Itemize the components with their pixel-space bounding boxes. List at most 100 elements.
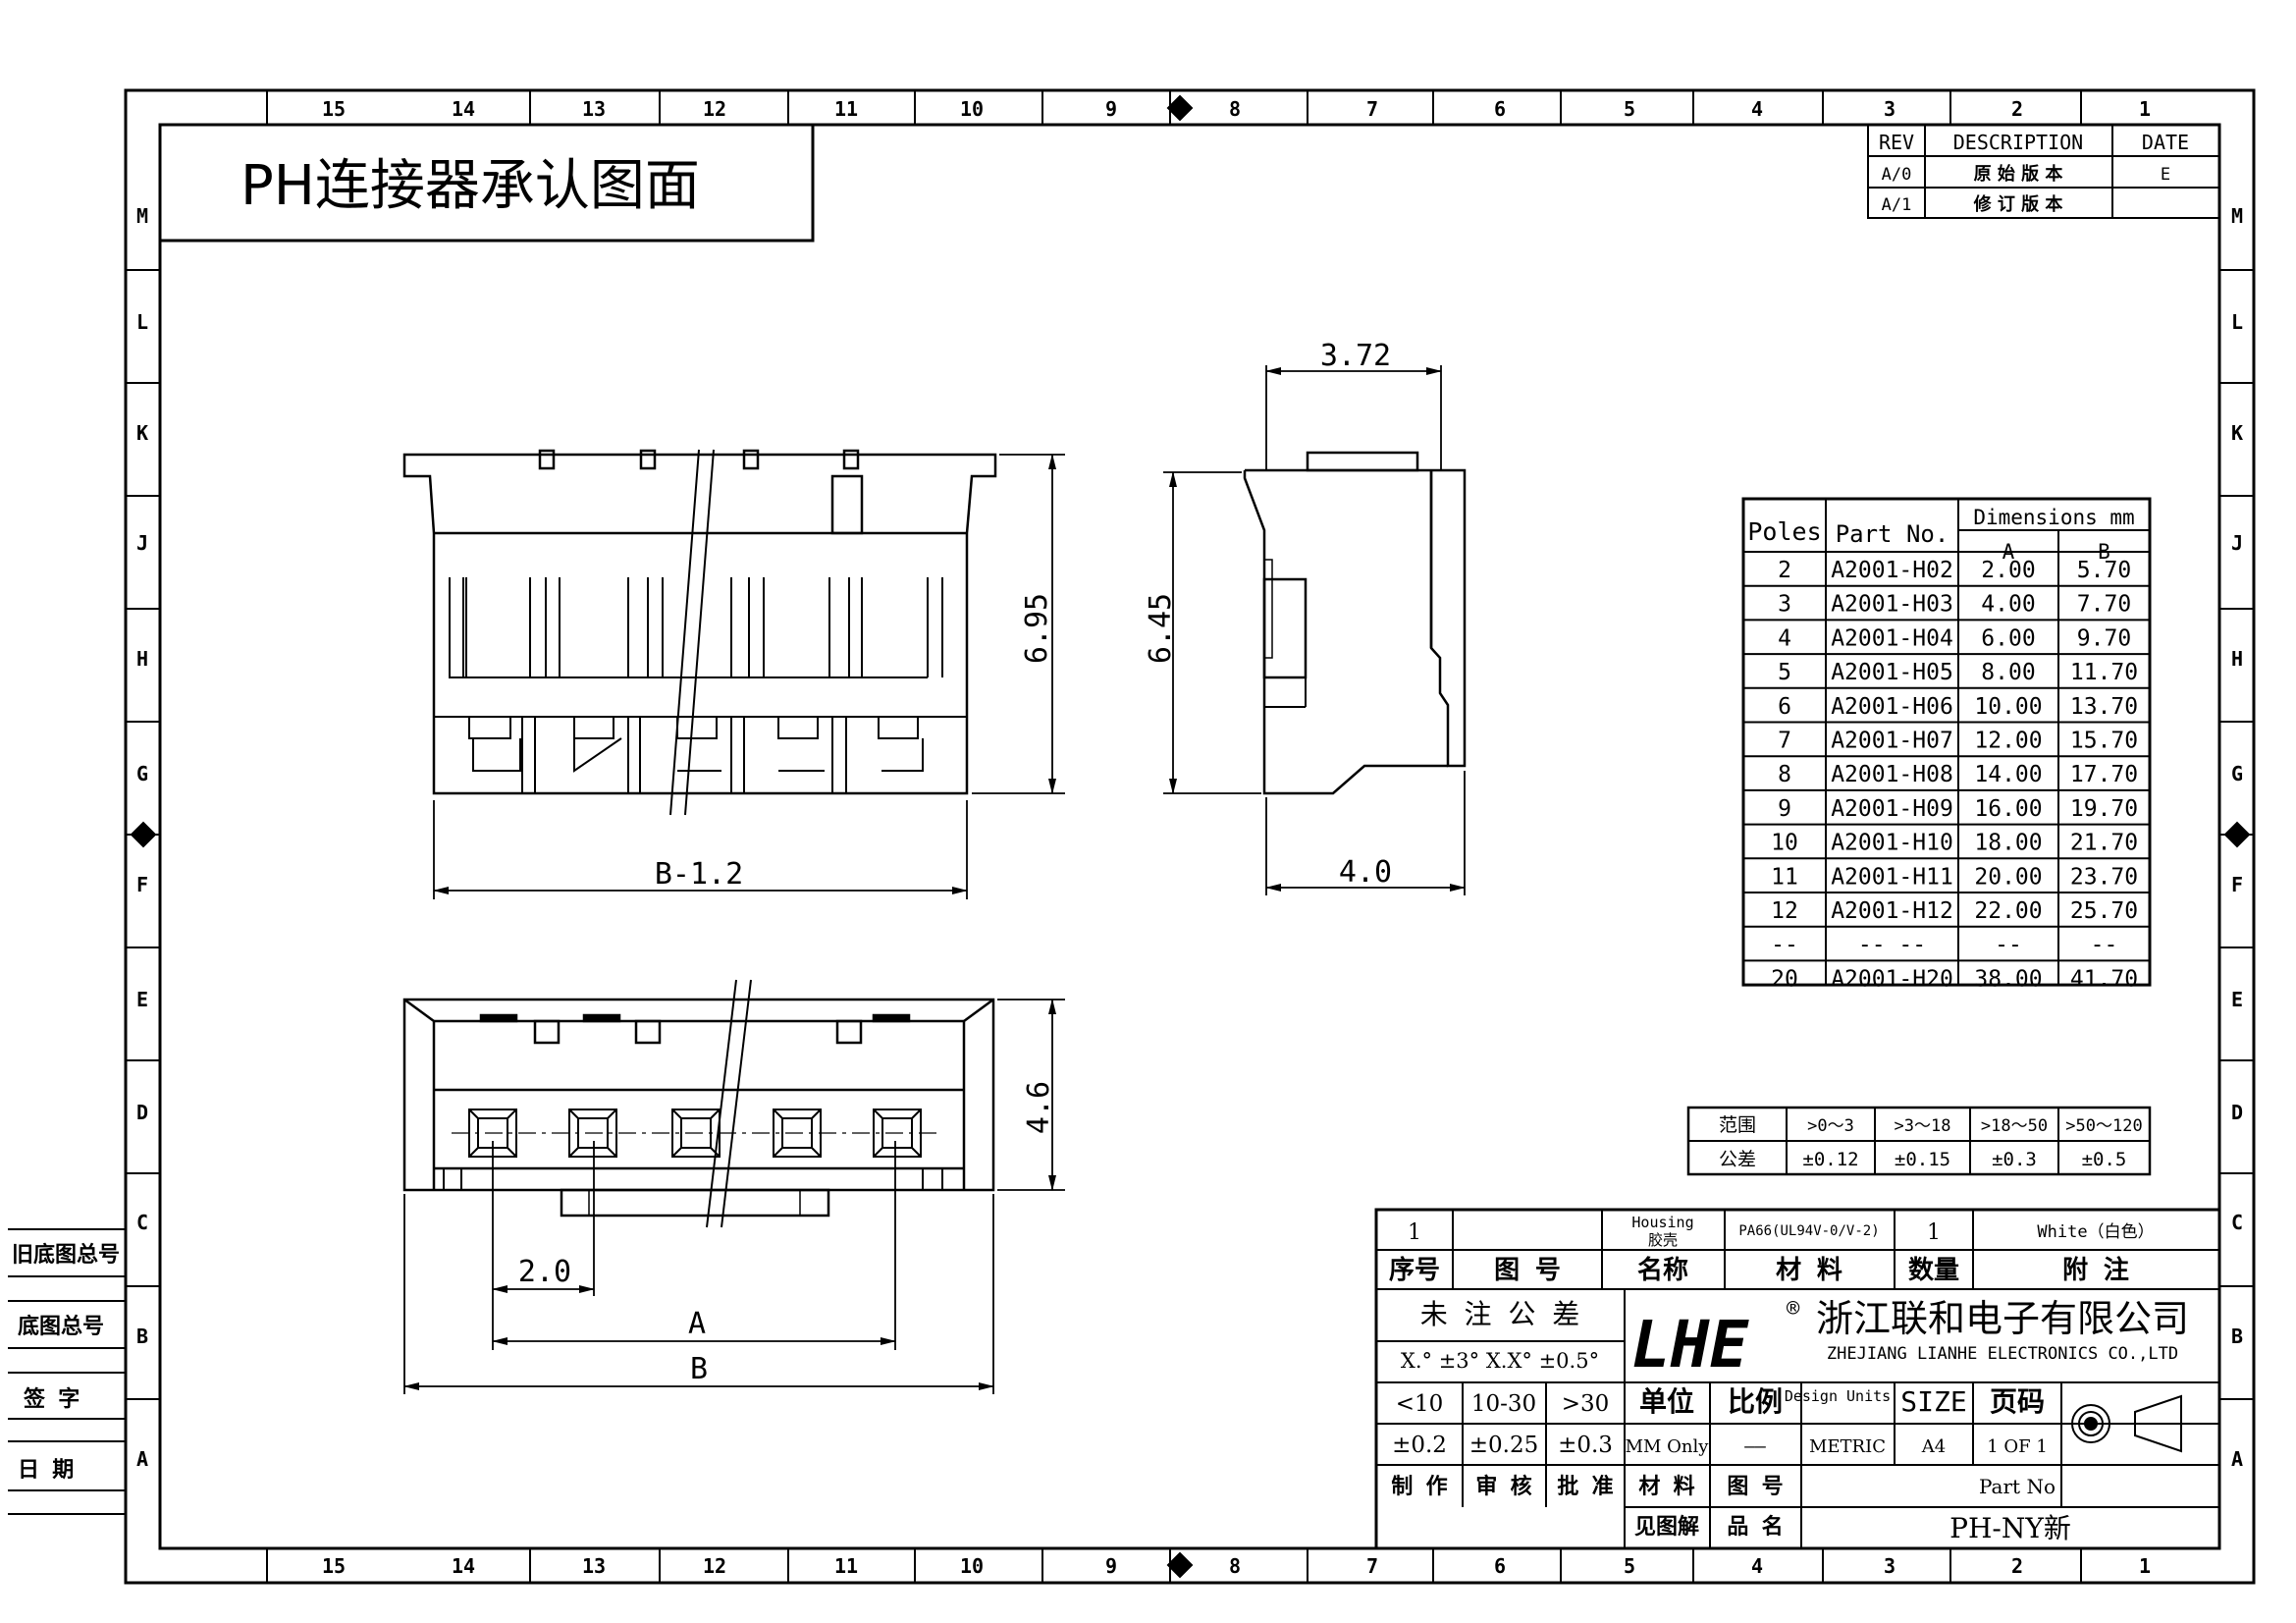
side-signature-box: [8, 1228, 126, 1515]
table-cell: A2001-H06: [1831, 694, 1953, 720]
tb-metric: METRIC: [1809, 1436, 1886, 1457]
table-cell: 41.70: [2070, 966, 2138, 992]
grid-row-right-L: L: [2231, 310, 2243, 334]
tb-header-material: 材 料: [1776, 1256, 1842, 1285]
table-cell: 12: [1771, 898, 1798, 924]
tb-part-no-header: Part No: [1979, 1475, 2056, 1498]
table-cell: 5: [1778, 660, 1791, 685]
table-cell: -- --: [1858, 933, 1926, 958]
bottom-view-dimensions: [403, 999, 1065, 1394]
grid-col-top-3: 3: [1884, 97, 1896, 121]
table-cell: --: [2091, 933, 2118, 958]
logo-registered-mark: ®: [1787, 1297, 1800, 1322]
tb-housing-cn: 胶壳: [1648, 1231, 1678, 1249]
table-cell: 2.00: [1981, 558, 2035, 583]
tb-item-no: 1: [1408, 1220, 1421, 1245]
grid-col-top-2: 2: [2011, 97, 2023, 121]
tb-unit-header: 单位: [1639, 1385, 1694, 1418]
grid-col-top-15: 15: [322, 97, 346, 121]
centering-mark-icon: [130, 821, 157, 848]
centering-mark-icon: [1166, 94, 1194, 122]
table-cell: A2001-H20: [1831, 966, 1953, 992]
tb-scale-value: ——: [1744, 1436, 1766, 1457]
table-cell: 6.00: [1981, 625, 2035, 651]
tb-tol-v-1: ±0.25: [1469, 1433, 1538, 1458]
side-old-base-no: 旧底图总号: [12, 1242, 120, 1268]
grid-row-right-A: A: [2231, 1447, 2243, 1471]
rev-header-desc: DESCRIPTION: [1953, 131, 2083, 154]
dim-3-72: 3.72: [1320, 339, 1391, 373]
tolerance-range-label: 范围: [1719, 1114, 1756, 1136]
grid-col-bottom-12: 12: [703, 1554, 726, 1578]
tb-header-remark: 附 注: [2062, 1255, 2129, 1285]
tolerance-value: ±0.3: [1992, 1149, 2037, 1170]
dim-6-95: 6.95: [1020, 593, 1054, 664]
rev-row1-desc: 原 始 版 本: [1974, 163, 2063, 185]
grid-col-bottom-4: 4: [1751, 1554, 1763, 1578]
grid-col-bottom-14: 14: [452, 1554, 475, 1578]
grid-row-left-D: D: [136, 1101, 148, 1124]
side-base-no: 底图总号: [18, 1314, 104, 1339]
tb-tol-v-2: ±0.3: [1558, 1433, 1613, 1458]
dim-4-6: 4.6: [1022, 1081, 1056, 1134]
company-name-en: ZHEJIANG LIANHE ELECTRONICS CO.,LTD: [1827, 1344, 2178, 1364]
table-cell: A2001-H04: [1831, 625, 1953, 651]
tolerance-range: >18～50: [1981, 1116, 2048, 1136]
table-cell: 14.00: [1974, 762, 2042, 787]
tb-untoleranced: 未 注 公 差: [1420, 1298, 1580, 1330]
tb-scale-header: 比例: [1728, 1385, 1783, 1418]
tolerance-range: >3～18: [1895, 1116, 1951, 1136]
rev-row2-rev: A/1: [1882, 195, 1912, 215]
grid-row-right-B: B: [2231, 1325, 2243, 1348]
grid-row-right-G: G: [2231, 762, 2243, 785]
title-box: [158, 123, 815, 243]
grid-col-top-5: 5: [1624, 97, 1635, 121]
tb-header-drawing: 图 号: [1494, 1256, 1561, 1285]
grid-row-left-L: L: [136, 310, 148, 334]
table-header-poles: Poles: [1747, 517, 1821, 546]
tb-page-value: 1 OF 1: [1987, 1436, 2048, 1457]
table-cell: A2001-H12: [1831, 898, 1953, 924]
table-cell: A2001-H09: [1831, 796, 1953, 822]
table-cell: 7: [1778, 729, 1791, 754]
tb-part-name: PH-NY新: [1949, 1512, 2071, 1544]
grid-col-bottom-8: 8: [1229, 1554, 1241, 1578]
grid-col-bottom-13: 13: [582, 1554, 606, 1578]
table-cell: A2001-H11: [1831, 864, 1953, 890]
table-cell: 16.00: [1974, 796, 2042, 822]
table-cell: 17.70: [2070, 762, 2138, 787]
rev-header-date: DATE: [2142, 131, 2189, 154]
table-cell: 4: [1778, 625, 1791, 651]
table-cell: 11: [1771, 864, 1798, 890]
tolerance-range: >0～3: [1807, 1116, 1854, 1136]
table-cell: 10.00: [1974, 694, 2042, 720]
dim-6-45: 6.45: [1144, 593, 1178, 664]
table-cell: 9.70: [2077, 625, 2131, 651]
table-cell: A2001-H08: [1831, 762, 1953, 787]
dim-a: A: [688, 1307, 706, 1341]
grid-col-top-7: 7: [1366, 97, 1378, 121]
grid-col-top-6: 6: [1494, 97, 1506, 121]
table-cell: 21.70: [2070, 831, 2138, 856]
company-logo: LHE: [1631, 1307, 1749, 1382]
table-header-a: A: [2002, 540, 2015, 564]
table-cell: --: [1995, 933, 2022, 958]
tb-size-header: SIZE: [1900, 1385, 1966, 1418]
grid-col-bottom-5: 5: [1624, 1554, 1635, 1578]
tb-tol-h-1: 10-30: [1471, 1391, 1536, 1417]
tb-header-qty: 数量: [1908, 1256, 1959, 1285]
front-view-dimensions: [433, 454, 1065, 899]
tb-product-name-label: 品 名: [1727, 1514, 1783, 1540]
tb-checked-by: 审 核: [1475, 1474, 1531, 1499]
tb-remark: White（白色）: [2037, 1222, 2154, 1242]
tolerance-value-label: 公差: [1719, 1149, 1756, 1170]
grid-col-top-8: 8: [1229, 97, 1241, 121]
grid-row-left-C: C: [136, 1211, 148, 1234]
rev-header-rev: REV: [1879, 131, 1914, 154]
table-cell: 7.70: [2077, 592, 2131, 618]
table-cell: 10: [1771, 831, 1798, 856]
grid-col-bottom-10: 10: [960, 1554, 984, 1578]
table-cell: 23.70: [2070, 864, 2138, 890]
